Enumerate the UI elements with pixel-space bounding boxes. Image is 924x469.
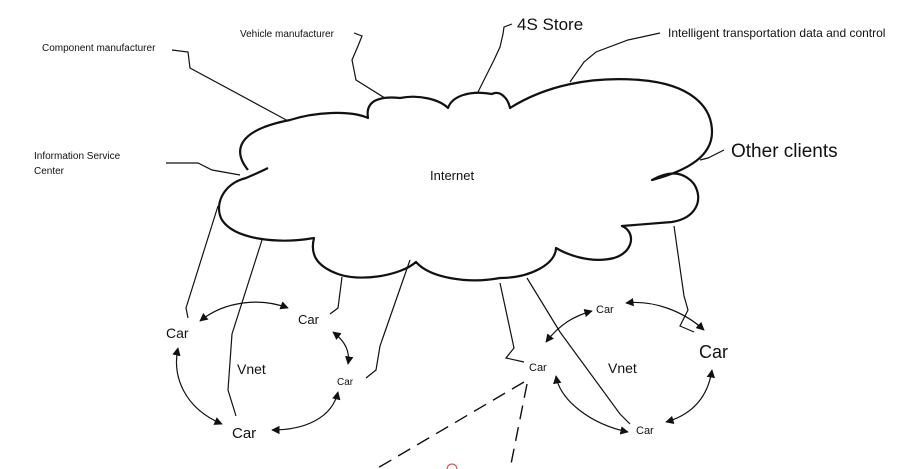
connector-component-manufacturer: [171, 49, 291, 123]
arrow-car-left-top: [199, 301, 289, 322]
car-left-left: Car: [166, 325, 189, 341]
info-service-label-line2: Center: [34, 166, 65, 177]
car-right-top: Car: [596, 304, 614, 316]
dashed-line-left: [375, 381, 525, 469]
arrow-car-left-top-right: [545, 308, 593, 343]
vehicle-manufacturer-label: Vehicle manufacturer: [240, 29, 335, 40]
arrow-car-top-right-right: [625, 297, 705, 331]
intelligent-transport-label: Intelligent transportation data and cont…: [668, 26, 885, 40]
car-right-bottom: Car: [636, 425, 654, 437]
other-clients-label: Other clients: [731, 141, 838, 162]
internet-cloud: [217, 78, 714, 282]
car-left-top: Car: [298, 312, 320, 327]
link-cloud-car-left-right: [499, 282, 525, 363]
vnet-right-label: Vnet: [608, 360, 637, 376]
car-left-bottom: Car: [232, 425, 256, 442]
car-left-right: Car: [337, 377, 354, 388]
vnet-left-label: Vnet: [237, 361, 266, 377]
internet-label: Internet: [430, 168, 474, 183]
component-manufacturer-label: Component manufacturer: [42, 43, 156, 54]
red-marker-icon: [446, 463, 458, 469]
arrow-car-left-bottom: [172, 347, 223, 425]
car-right-left: Car: [529, 362, 547, 374]
arrow-car-bottom-right-right: [665, 369, 715, 424]
arrow-car-bottom-right: [271, 391, 341, 435]
4s-store-label: 4S Store: [517, 15, 583, 34]
link-cloud-car-top-left: [329, 276, 343, 315]
connector-intelligent-transport: [569, 32, 661, 83]
connector-vehicle-manufacturer: [351, 32, 389, 101]
dashed-line-right: [509, 383, 528, 469]
link-cloud-car-right-left: [365, 259, 411, 379]
info-service-label-line1: Information Service: [34, 151, 121, 162]
link-cloud-car-left-b: [227, 239, 263, 417]
car-right-right: Car: [699, 342, 728, 362]
connector-other-clients: [699, 149, 725, 161]
arrow-car-top-right: [332, 331, 354, 365]
link-cloud-car-bottom-right: [526, 277, 631, 425]
link-cloud-car-left-a: [185, 205, 219, 319]
connector-4s-store: [477, 23, 513, 93]
connector-info-service: [166, 162, 241, 176]
arrow-car-left-bottom-right: [553, 375, 629, 435]
